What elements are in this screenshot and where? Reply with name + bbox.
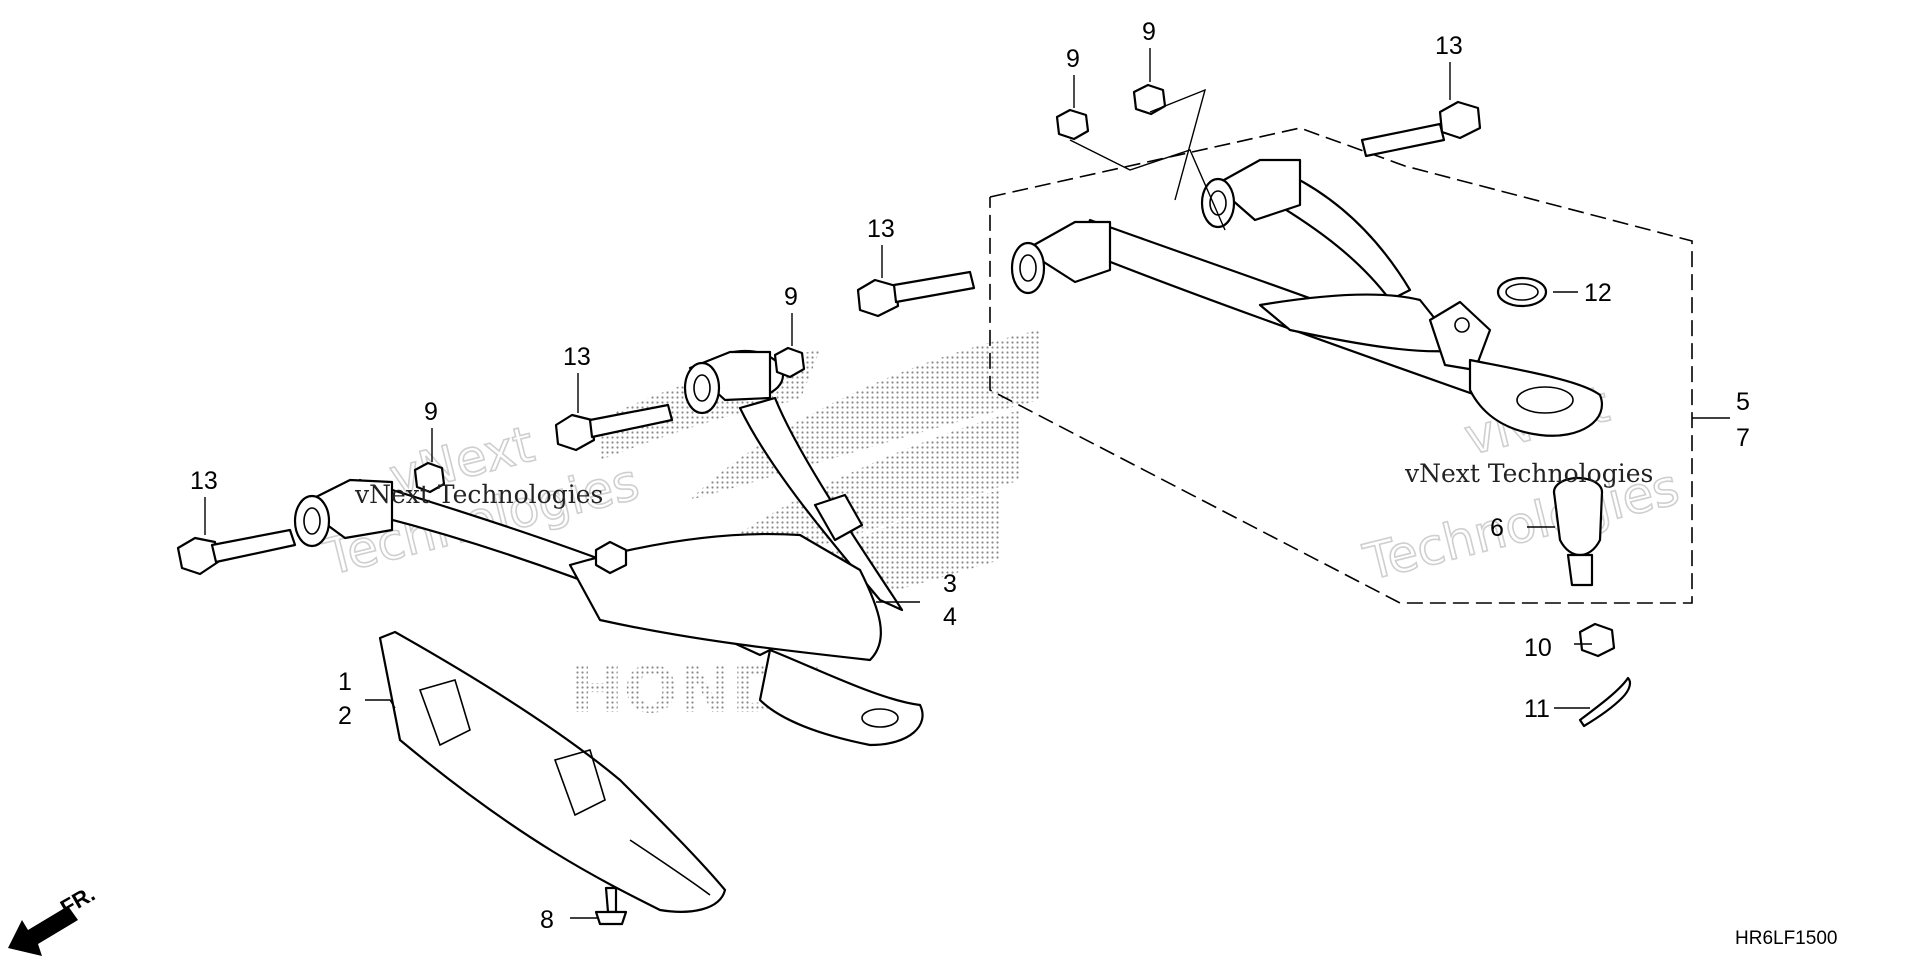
castle-nut-10 bbox=[1578, 622, 1616, 658]
callout-labels: 1 2 3 4 5 6 7 8 9 9 9 9 10 11 12 13 13 1… bbox=[190, 18, 1750, 934]
callout-4: 4 bbox=[943, 603, 957, 631]
front-direction-arrow: FR. bbox=[8, 881, 99, 956]
callout-8: 8 bbox=[540, 906, 554, 934]
callout-6: 6 bbox=[1490, 514, 1504, 542]
nut-9-c bbox=[1055, 108, 1090, 141]
cotter-pin-11 bbox=[1578, 676, 1632, 728]
diagram-code: HR6LF1500 bbox=[1735, 928, 1837, 949]
callout-3: 3 bbox=[943, 570, 957, 598]
callout-10: 10 bbox=[1524, 634, 1552, 662]
lower-arm-assembly bbox=[293, 349, 924, 747]
callout-5: 5 bbox=[1736, 388, 1750, 416]
nut-9-d bbox=[1132, 83, 1167, 116]
callout-9-a: 9 bbox=[424, 398, 438, 426]
callout-13-d: 13 bbox=[1435, 32, 1463, 60]
assembly-outline bbox=[989, 127, 1693, 604]
callout-12: 12 bbox=[1584, 279, 1612, 307]
callout-9-b: 9 bbox=[784, 283, 798, 311]
watermark-inline-left: vNext Technologies bbox=[354, 480, 603, 509]
bolt-13-right bbox=[1360, 100, 1482, 158]
skid-plate bbox=[378, 630, 727, 913]
bolt-13-left bbox=[176, 528, 297, 576]
snap-ring-12 bbox=[1496, 276, 1548, 308]
bolt-13-upper bbox=[856, 270, 976, 318]
callout-7: 7 bbox=[1736, 424, 1750, 452]
callout-13-b: 13 bbox=[563, 343, 591, 371]
callout-13-c: 13 bbox=[867, 215, 895, 243]
leader-lines bbox=[204, 48, 1730, 919]
ball-joint-6 bbox=[1552, 476, 1604, 587]
callout-9-d: 9 bbox=[1142, 18, 1156, 46]
upper-arm-assembly bbox=[1010, 158, 1603, 437]
callout-9-c: 9 bbox=[1066, 45, 1080, 73]
callout-2: 2 bbox=[338, 702, 352, 730]
watermark-inline-right: vNext Technologies bbox=[1404, 459, 1653, 488]
callout-1: 1 bbox=[338, 668, 352, 696]
flange-bolt-8 bbox=[594, 886, 628, 926]
bolt-13-mid bbox=[554, 403, 674, 452]
nut-9-b bbox=[773, 346, 806, 379]
nut-9-a bbox=[413, 461, 446, 494]
callout-13-a: 13 bbox=[190, 467, 218, 495]
callout-11: 11 bbox=[1524, 695, 1550, 723]
